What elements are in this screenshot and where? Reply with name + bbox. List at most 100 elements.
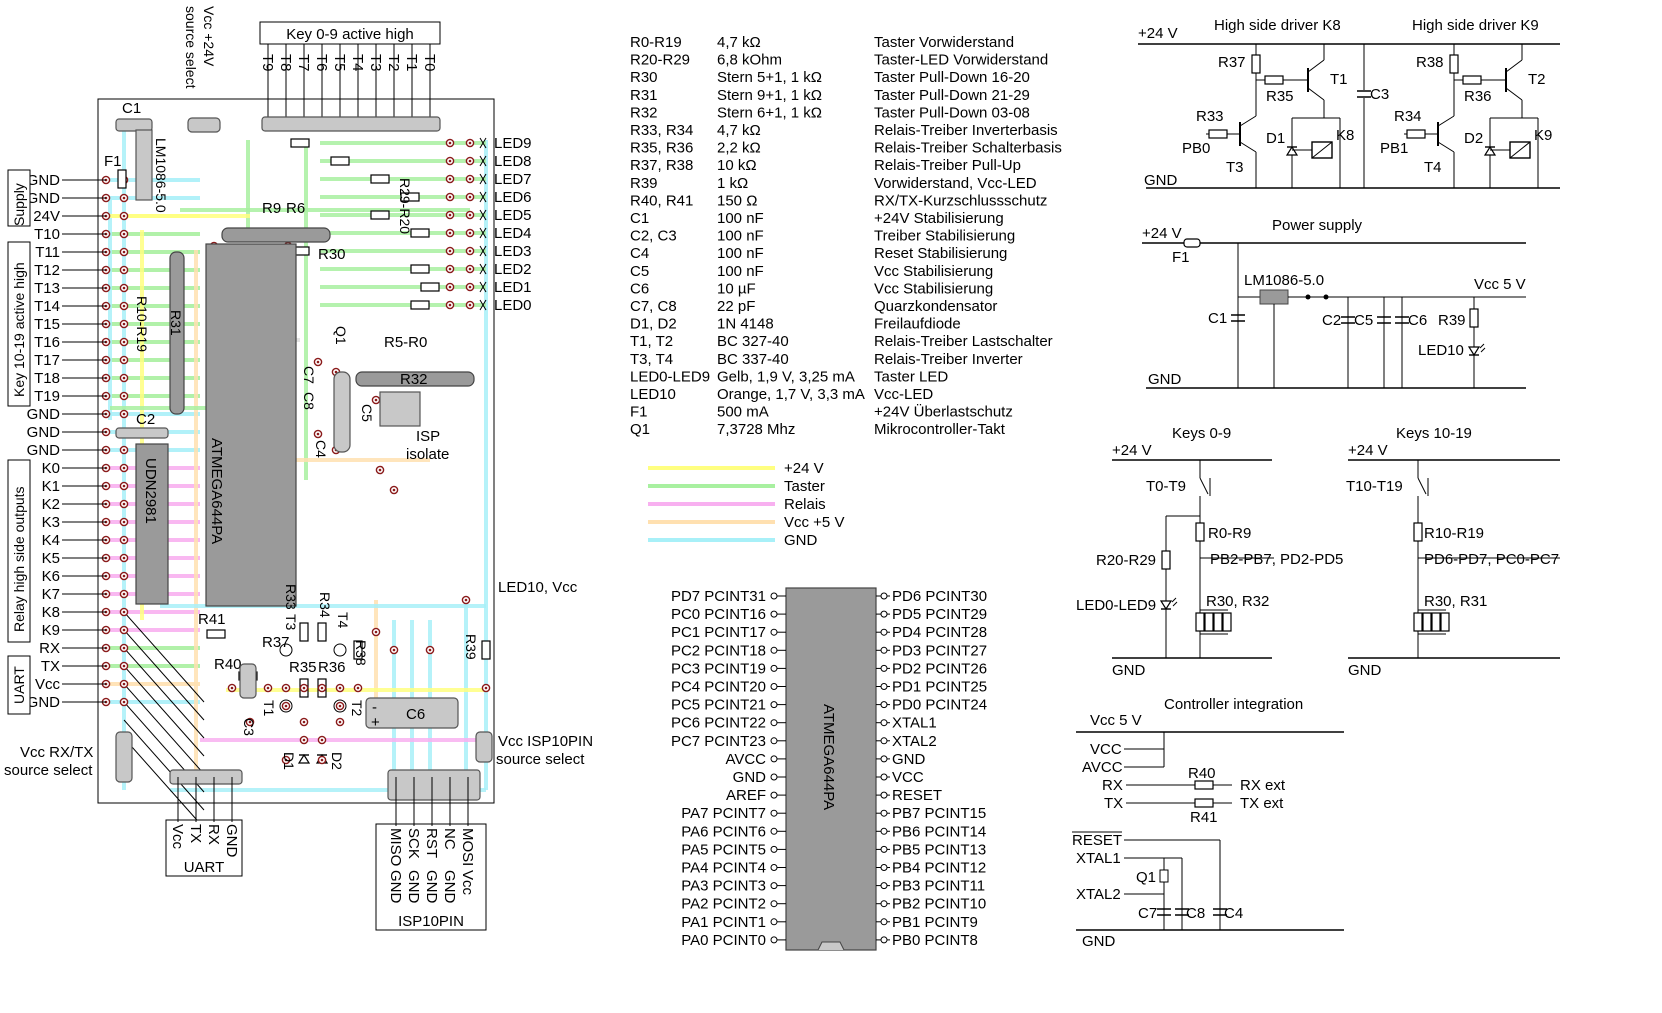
part-value: 100 nF [717, 245, 764, 262]
isp-pin-top: MISO [387, 828, 404, 866]
group-uart: UART [11, 666, 27, 704]
ci-pin-vcc: VCC [1090, 741, 1122, 758]
board-atmega-label: ATMEGA644PA [208, 438, 225, 544]
isp-pin-bottom: Vcc [459, 870, 476, 896]
hs-title-k9: High side driver K9 [1412, 17, 1539, 34]
mcu-left-pin: PA1 PCINT1 [681, 914, 766, 931]
part-ref: C4 [630, 245, 649, 262]
part-ref: R20-R29 [630, 52, 690, 69]
left-pin-label: K6 [42, 568, 60, 585]
ps-vplus: +24 V [1142, 225, 1182, 242]
r35-label: R35 [289, 659, 317, 676]
part-ref: R30 [630, 69, 658, 86]
left-pin-label: K5 [42, 550, 60, 567]
part-ref: C7, C8 [630, 298, 677, 315]
vcc-rxtx-select-a: Vcc RX/TX [20, 744, 93, 761]
mcu-left-pin: PA7 PCINT7 [681, 805, 766, 822]
left-pin-label: T18 [34, 370, 60, 387]
part-value: 22 pF [717, 298, 755, 315]
k09-pulldown: R30, R32 [1206, 593, 1269, 610]
ps-reg: LM1086-5.0 [1244, 272, 1324, 289]
top-pin-label: T4 [349, 54, 366, 72]
left-pin-label: Vcc [35, 676, 61, 693]
k09-pins: PB2-PB7, PD2-PD5 [1210, 551, 1343, 568]
left-pin-label: T16 [34, 334, 60, 351]
mcu-right-pin: PB7 PCINT15 [892, 805, 986, 822]
led-label: LED1 [494, 279, 532, 296]
pcb-layout: GNDGND24VT10T11T12T13T14T15T16T17T18T19G… [4, 6, 593, 931]
ps-c1: C1 [1208, 310, 1227, 327]
group-key-10-19: Key 10-19 active high [11, 262, 27, 397]
uart-pin-label: TX [187, 824, 204, 843]
part-ref: C2, C3 [630, 228, 677, 245]
svg-text:R38: R38 [1416, 54, 1444, 71]
mcu-right-pin: PB0 PCINT8 [892, 932, 978, 949]
part-desc: Vcc Stabilisierung [874, 280, 993, 297]
d2-label: D2 [329, 752, 345, 770]
part-ref: C6 [630, 280, 649, 297]
keys-10-19-schematic: Keys 10-19 +24 V GND T10-T19 R10-R19 PD6… [1346, 425, 1560, 679]
mcu-right-pin: PD2 PCINT26 [892, 660, 987, 677]
part-ref: R39 [630, 175, 658, 192]
left-pin-label: T11 [35, 244, 60, 261]
mcu-left-pin: PD7 PCINT31 [671, 588, 766, 605]
part-desc: Vcc-LED [874, 386, 933, 403]
left-pin-label: K7 [42, 586, 60, 603]
part-ref: T1, T2 [630, 333, 673, 350]
ci-xtal1: XTAL1 [1076, 850, 1121, 867]
ci-pin-tx: TX [1104, 795, 1123, 812]
mcu-left-pin: PA6 PCINT6 [681, 823, 766, 840]
part-ref: R37, R38 [630, 157, 693, 174]
left-pin-label: GND [27, 424, 61, 441]
part-ref: T3, T4 [630, 351, 673, 368]
ci-r40: R40 [1188, 765, 1216, 782]
isp-pin-top: RST [423, 828, 440, 858]
r41-label: R41 [198, 611, 226, 628]
isp-pin-bottom: GND [441, 870, 458, 904]
r9-label: R9 [262, 200, 281, 217]
part-value: BC 327-40 [717, 333, 789, 350]
c8-label: C8 [301, 392, 317, 410]
hs-vplus: +24 V [1138, 25, 1178, 42]
vcc-isp-select-b: source select [496, 751, 585, 768]
mcu-right-pin: XTAL1 [892, 715, 937, 732]
k09-title: Keys 0-9 [1172, 425, 1231, 442]
left-pin-label: K8 [42, 604, 60, 621]
mcu-name: ATMEGA644PA [820, 704, 837, 810]
left-pin-label: K1 [42, 478, 60, 495]
mcu-left-pin: PA4 PCINT4 [681, 860, 766, 877]
part-desc: Relais-Treiber Pull-Up [874, 157, 1021, 174]
led-label: LED0 [494, 297, 532, 314]
top-pin-label: T0 [421, 54, 438, 72]
left-pin-label: T10 [34, 226, 60, 243]
r30-label: R30 [318, 246, 346, 263]
left-pin-label: K2 [42, 496, 60, 513]
part-desc: Freilaufdiode [874, 316, 961, 333]
svg-text:T4: T4 [1424, 159, 1442, 176]
ps-r39: R39 [1438, 312, 1466, 329]
part-ref: C5 [630, 263, 649, 280]
left-pin-label: K4 [42, 532, 60, 549]
left-pin-label: RX [39, 640, 60, 657]
r34-label: R34 [317, 592, 333, 618]
left-pin-label: K9 [42, 622, 60, 639]
part-ref: R31 [630, 87, 658, 104]
left-pin-label: T19 [34, 388, 60, 405]
svg-text:T1: T1 [1330, 71, 1348, 88]
part-desc: +24V Stabilisierung [874, 210, 1004, 227]
uart-pin-label: RX [205, 824, 222, 845]
part-value: 500 mA [717, 404, 769, 421]
part-value: Stern 9+1, 1 kΩ [717, 87, 822, 104]
led-label: LED4 [494, 225, 532, 242]
part-desc: Relais-Treiber Inverterbasis [874, 122, 1058, 139]
mcu-right-pin: GND [892, 751, 926, 768]
